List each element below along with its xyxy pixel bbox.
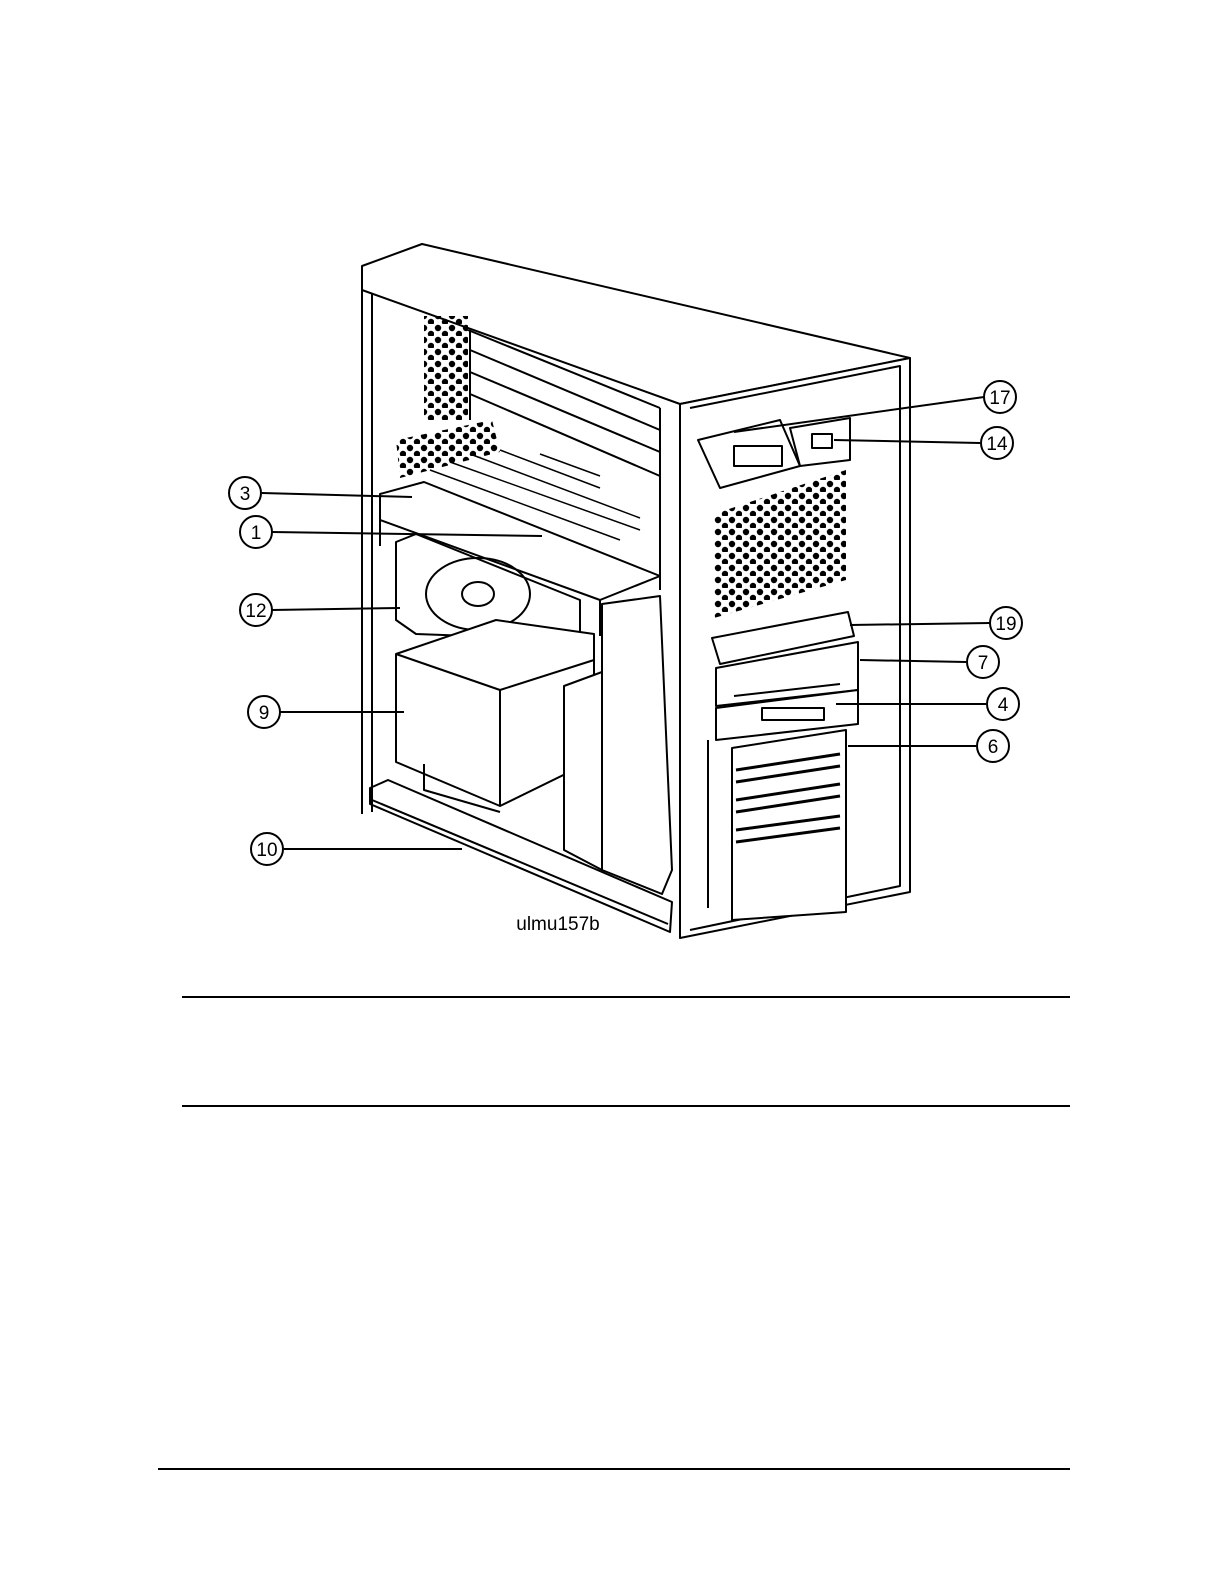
- divider-rule-bottom: [158, 1468, 1070, 1470]
- svg-text:7: 7: [978, 653, 989, 674]
- rear-vent-upper: [424, 316, 468, 420]
- hard-drive-cage: [732, 730, 846, 920]
- svg-text:12: 12: [245, 601, 266, 622]
- callout-17: 17: [984, 381, 1016, 413]
- rear-vent-lower: [396, 420, 500, 478]
- svg-text:3: 3: [240, 484, 251, 505]
- callout-12: 12: [240, 594, 272, 626]
- server-chassis-diagram: 3 1 12 9 10 17 14 19 7 4 6 ulmu157b: [0, 0, 1224, 980]
- callout-6: 6: [977, 730, 1009, 762]
- svg-text:4: 4: [998, 695, 1009, 716]
- svg-text:17: 17: [989, 388, 1010, 409]
- callout-7: 7: [967, 646, 999, 678]
- callout-1: 1: [240, 516, 272, 548]
- svg-text:19: 19: [995, 614, 1016, 635]
- leader-1: [272, 532, 542, 536]
- callout-9: 9: [248, 696, 280, 728]
- figure-id: ulmu157b: [516, 914, 599, 935]
- callout-10: 10: [251, 833, 283, 865]
- svg-text:9: 9: [259, 703, 270, 724]
- svg-text:6: 6: [988, 737, 999, 758]
- divider-rule-middle: [182, 1105, 1070, 1107]
- drive-cage-side: [564, 672, 602, 870]
- callout-14: 14: [981, 427, 1013, 459]
- leader-3: [262, 493, 412, 497]
- svg-text:1: 1: [251, 523, 262, 544]
- callout-19: 19: [990, 607, 1022, 639]
- leader-12: [272, 608, 400, 610]
- callout-3: 3: [229, 477, 261, 509]
- divider-rule-top: [182, 996, 1070, 998]
- chassis-bottom-rail: [370, 780, 672, 932]
- chassis-drawing: [362, 244, 910, 938]
- callout-4: 4: [987, 688, 1019, 720]
- svg-text:10: 10: [256, 840, 277, 861]
- svg-text:14: 14: [986, 434, 1008, 455]
